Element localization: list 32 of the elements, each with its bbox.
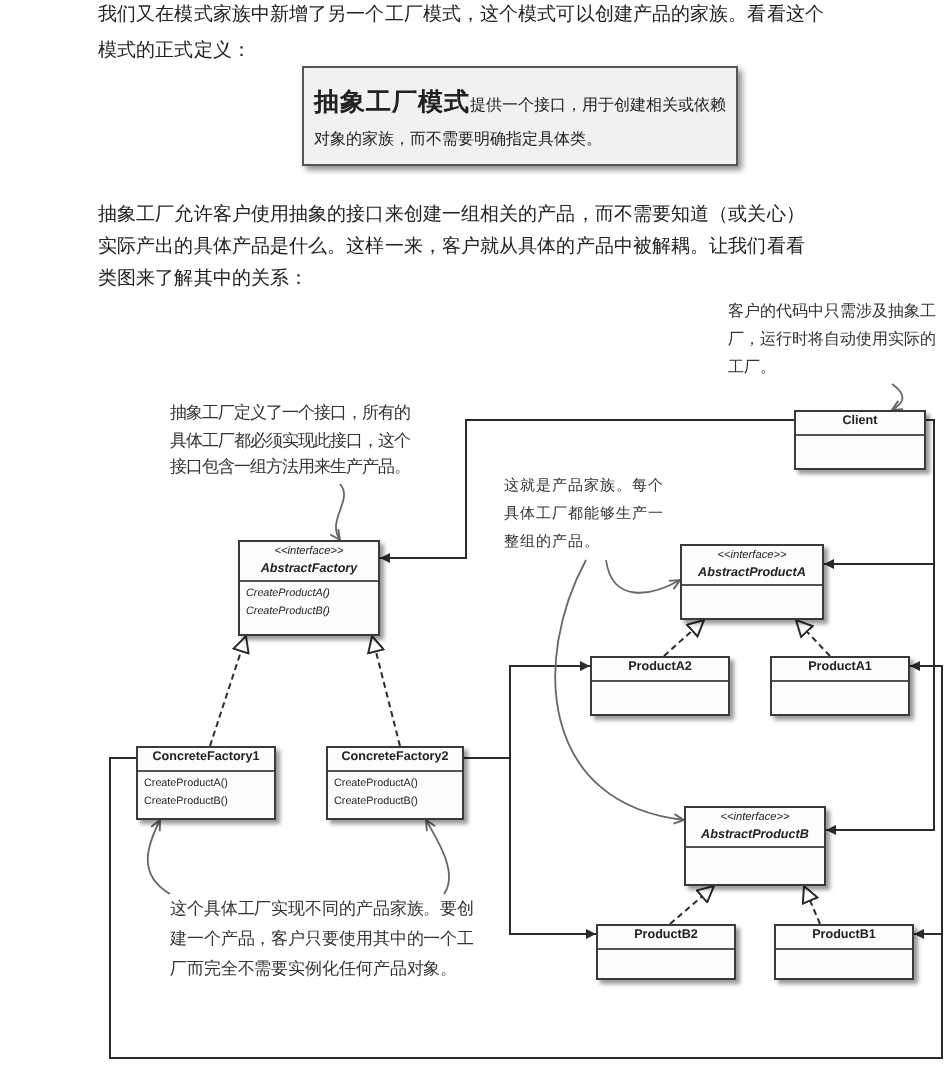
interface-box xyxy=(680,544,824,620)
realization-arrow xyxy=(367,635,401,747)
association-arrow xyxy=(379,419,795,563)
class-box xyxy=(774,924,914,980)
class-box xyxy=(136,746,276,820)
leader-arrow xyxy=(146,819,171,895)
interface-box xyxy=(238,540,380,636)
paragraph-text: 我们又在模式家族中新增了另一个工厂模式，这个模式可以创建产品的家族。看看这个模式的正式定义： xyxy=(98,2,826,66)
class-box xyxy=(326,746,464,820)
leader-arrow xyxy=(425,819,450,895)
handwritten-note: 客户的代码中只需涉及抽象工厂，运行时将自动使用实际的工厂。 xyxy=(728,296,948,384)
interface-box xyxy=(684,806,826,886)
association-arrow xyxy=(109,757,943,1059)
class-box xyxy=(770,656,910,716)
paragraph-text: 抽象工厂允许客户使用抽象的接口来创建一组相关的产品，而不需要知道（或关心）实际产出的具体产品是什么。这样一来，客户就从具体的产品中被解耦。让我们看看类图来了解其中的关系： xyxy=(98,202,807,294)
leader-arrow xyxy=(605,559,681,594)
class-box xyxy=(590,656,730,716)
handwritten-note: 抽象工厂定义了一个接口，所有的具体工厂都必须实现此接口，这个接口包含一组方法用来生产产品。 xyxy=(170,400,418,484)
class-box xyxy=(596,924,736,980)
handwritten-note: 这个具体工厂实现不同的产品家族。要创建一个产品，客户只要使用其中的一个工厂而完全不需要实例化任何产品对象。 xyxy=(170,894,480,986)
class-box xyxy=(794,410,926,470)
leader-arrow xyxy=(891,383,905,411)
realization-arrow xyxy=(209,635,250,747)
association-arrow xyxy=(825,419,935,835)
realization-arrow xyxy=(663,619,705,657)
association-arrow xyxy=(463,757,597,939)
leader-arrow xyxy=(330,483,345,541)
realization-arrow xyxy=(669,885,715,925)
realization-arrow xyxy=(801,885,821,925)
realization-arrow xyxy=(795,619,831,657)
leader-arrow xyxy=(554,559,685,824)
definition-box xyxy=(302,66,738,166)
